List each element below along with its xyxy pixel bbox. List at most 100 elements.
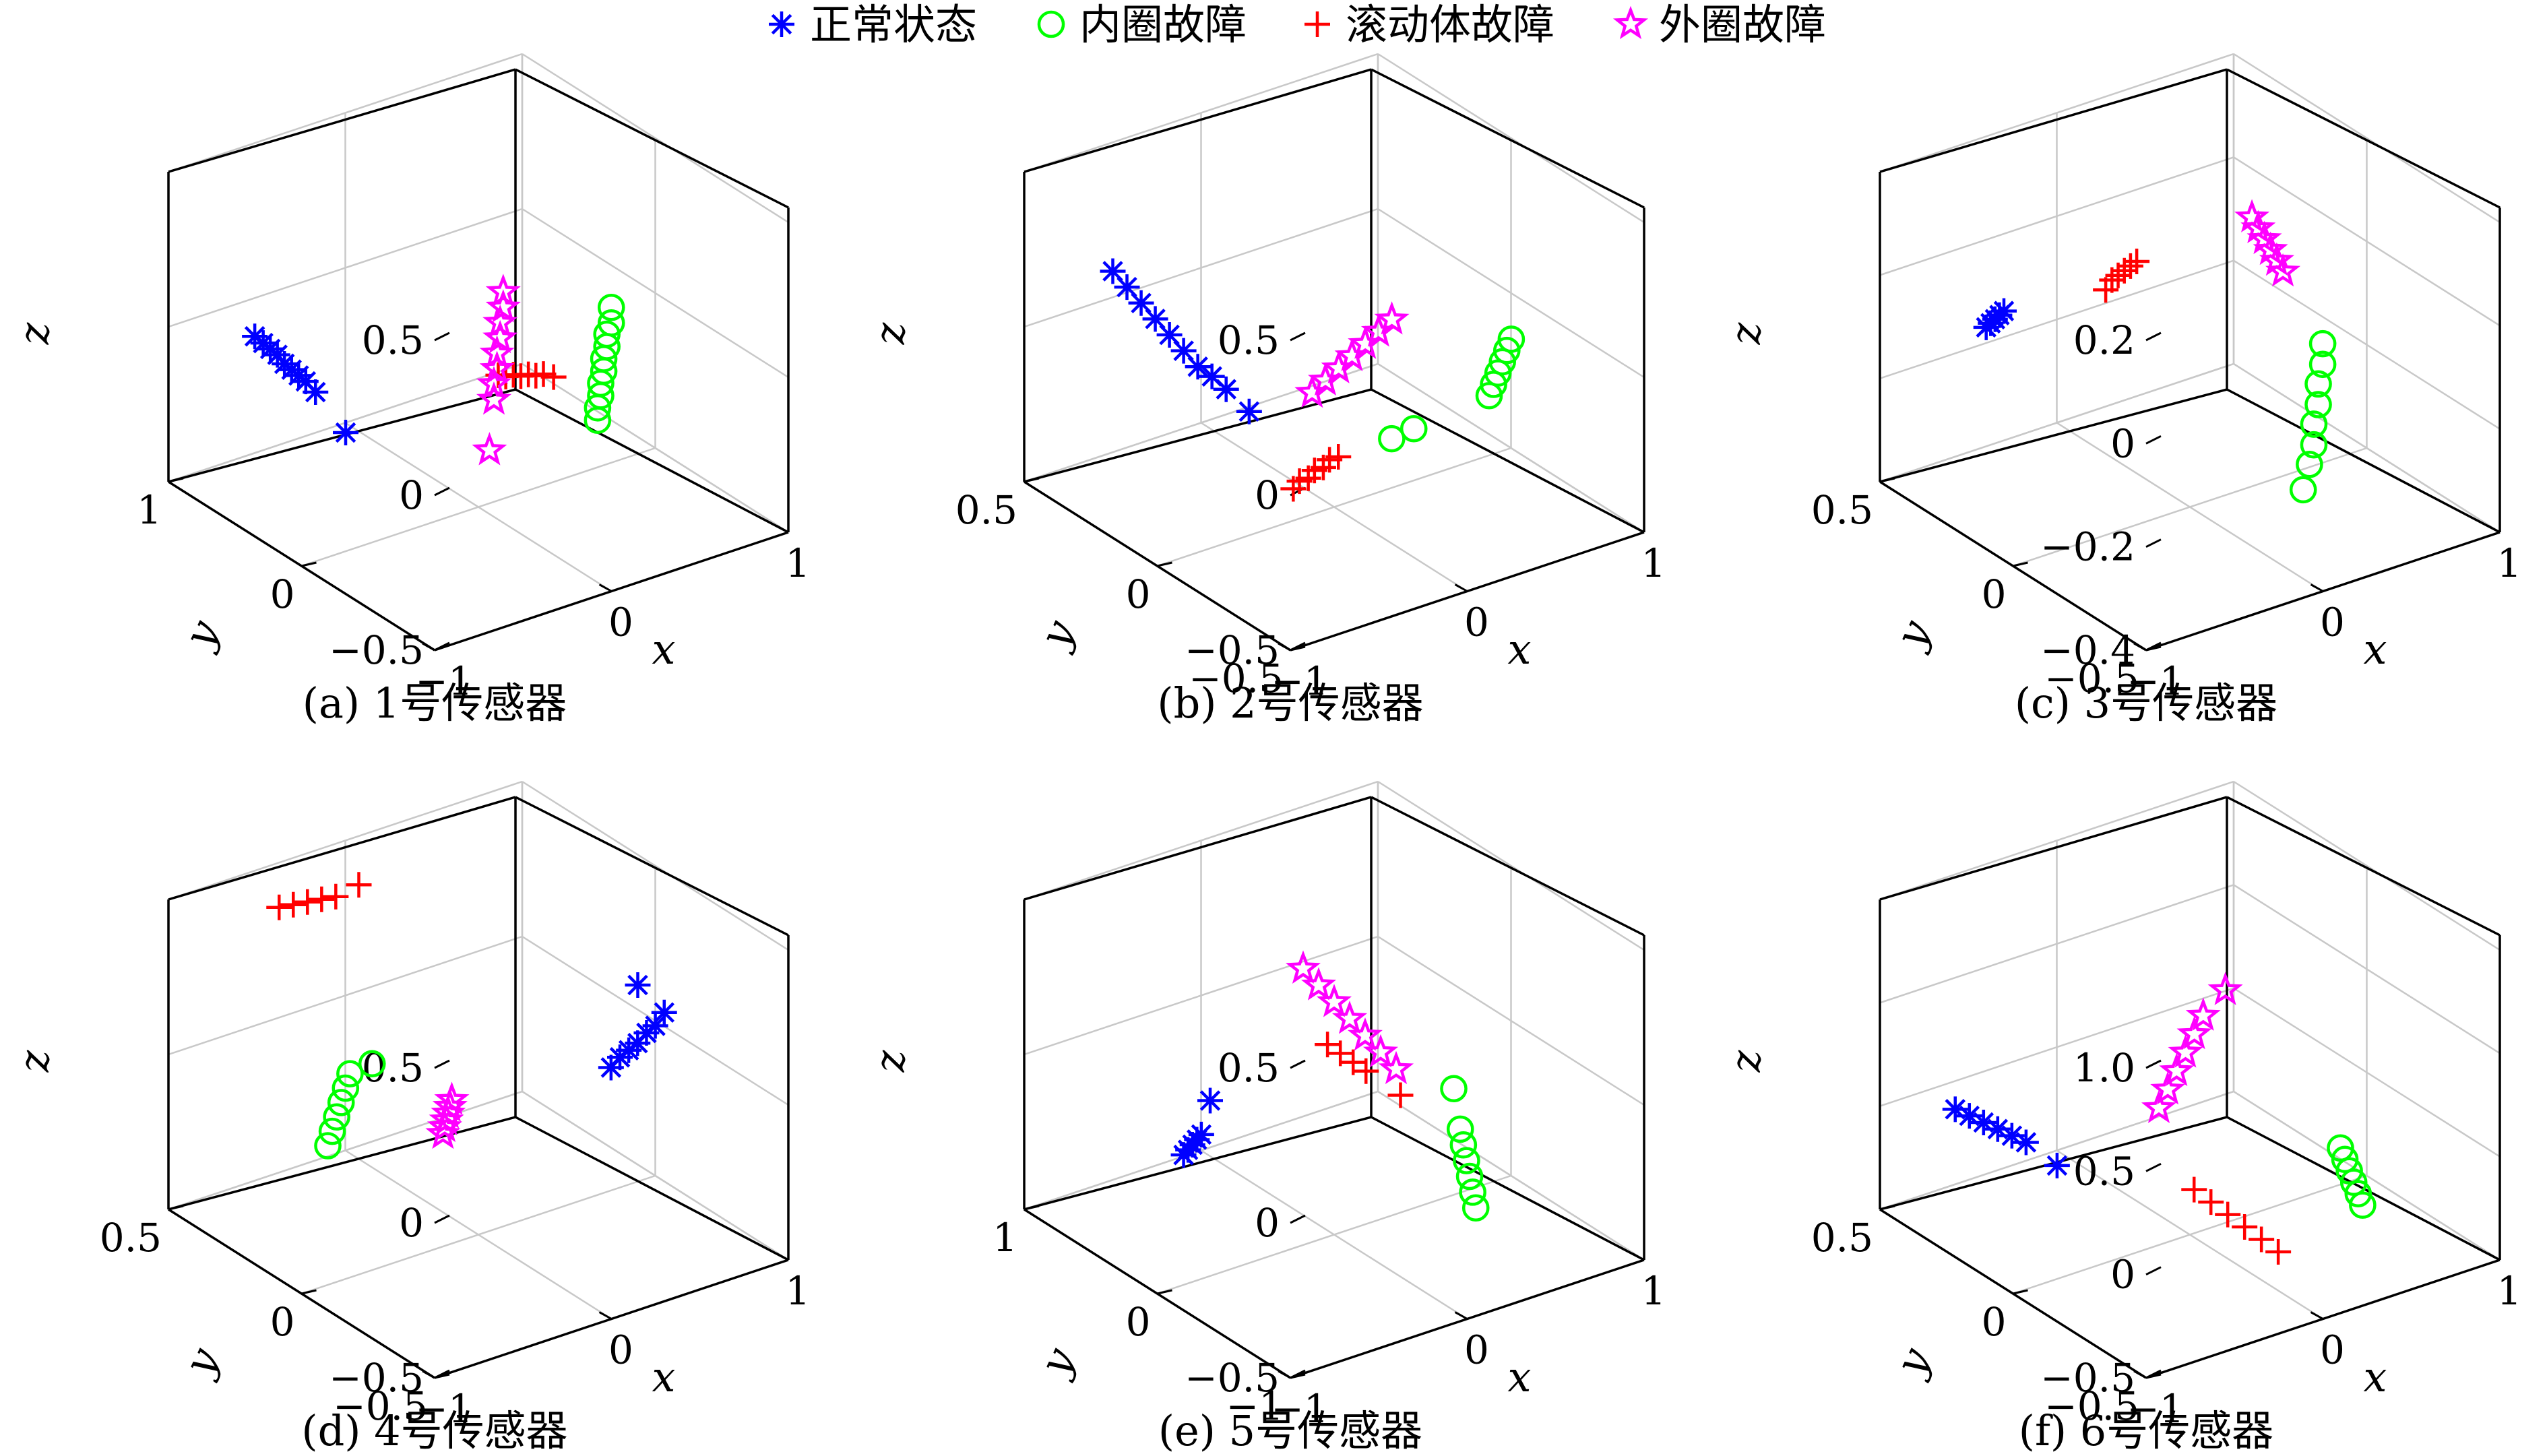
legend-item: 正常状态 bbox=[769, 0, 977, 49]
data-point bbox=[485, 274, 521, 307]
y-tick-label: 0 bbox=[1982, 571, 2007, 617]
axes-box bbox=[167, 68, 790, 652]
y-tick-label: −0.5 bbox=[2044, 656, 2139, 701]
z-tick-label: 0.5 bbox=[1218, 317, 1280, 363]
data-point bbox=[1170, 338, 1197, 364]
data-point bbox=[2176, 1015, 2212, 1050]
data-point bbox=[1461, 1194, 1490, 1222]
data-point bbox=[2168, 1034, 2203, 1068]
data-point bbox=[309, 886, 335, 912]
tick-labels: −0.500.51.0−0.500.5−101 bbox=[1811, 1045, 2522, 1432]
data-point bbox=[2331, 1145, 2359, 1174]
data-point bbox=[2013, 1129, 2039, 1156]
z-axis-label: z bbox=[1721, 1050, 1770, 1073]
data-point bbox=[1294, 374, 1330, 408]
data-point bbox=[597, 293, 625, 321]
data-points bbox=[1100, 258, 1526, 502]
subplot-caption: (d) 4号传感器 bbox=[301, 1406, 567, 1455]
z-axis-label: z bbox=[9, 322, 59, 345]
x-tick-label: 0 bbox=[608, 1327, 633, 1373]
x-tick-label: −1 bbox=[1271, 1386, 1329, 1432]
tick-labels: −0.500.501−101 bbox=[137, 317, 810, 704]
data-point bbox=[323, 883, 349, 910]
axes-box bbox=[1023, 68, 1645, 652]
data-point bbox=[434, 1081, 470, 1115]
data-point bbox=[1300, 967, 1337, 1001]
data-points bbox=[242, 274, 625, 466]
tick-labels: −0.500.5−0.500.5−101 bbox=[100, 1045, 811, 1432]
z-axis-label: z bbox=[865, 1050, 914, 1073]
z-tick-label: −0.5 bbox=[329, 1355, 424, 1401]
data-point bbox=[1446, 1115, 1474, 1143]
data-point bbox=[1455, 1162, 1484, 1191]
x-axis-label: x bbox=[2364, 625, 2387, 674]
subplot-caption: (b) 2号传感器 bbox=[1157, 678, 1423, 728]
x-tick-label: 0 bbox=[2320, 600, 2345, 645]
data-point bbox=[1185, 354, 1211, 380]
y-axis-label: y bbox=[1029, 612, 1085, 657]
legend: 正常状态内圈故障滚动体故障外圈故障 bbox=[769, 0, 1826, 49]
z-tick-label: −0.5 bbox=[1185, 1355, 1280, 1401]
x-tick-label: 1 bbox=[2497, 540, 2522, 586]
z-axis-label: z bbox=[1721, 322, 1770, 345]
subplot-caption: (a) 1号传感器 bbox=[303, 678, 567, 728]
data-point bbox=[476, 366, 512, 400]
data-point bbox=[625, 972, 651, 998]
subplot-caption: (f) 6号传感器 bbox=[2019, 1406, 2273, 1455]
data-point bbox=[1199, 363, 1225, 389]
subplot-caption: (c) 3号传感器 bbox=[2015, 678, 2277, 728]
y-tick-label: 1 bbox=[993, 1215, 1017, 1261]
data-points bbox=[1973, 199, 2337, 504]
data-point bbox=[1327, 1040, 1354, 1067]
data-point bbox=[2093, 277, 2119, 303]
data-point bbox=[598, 1054, 624, 1081]
data-point bbox=[1449, 1131, 1478, 1159]
data-point bbox=[607, 1044, 633, 1071]
data-point bbox=[346, 872, 372, 898]
subplot-caption: (e) 5号传感器 bbox=[1158, 1406, 1422, 1455]
data-point bbox=[1280, 476, 1307, 502]
tick-labels: −0.500.5−0.500.5−101 bbox=[955, 317, 1666, 704]
data-point bbox=[323, 1103, 350, 1131]
axes-box bbox=[1023, 796, 1645, 1379]
z-tick-label: −0.4 bbox=[2040, 627, 2135, 673]
data-point bbox=[1493, 336, 1521, 365]
data-point bbox=[318, 1117, 346, 1145]
data-point bbox=[2349, 1191, 2377, 1219]
z-axis-label: z bbox=[865, 322, 914, 345]
x-tick-label: −1 bbox=[415, 1386, 473, 1432]
data-point bbox=[1453, 1147, 1480, 1174]
data-point bbox=[1334, 338, 1370, 371]
y-tick-label: 0.5 bbox=[1811, 1215, 1873, 1261]
data-point bbox=[1475, 381, 1503, 410]
x-axis-label: x bbox=[1508, 625, 1532, 674]
legend-label: 内圈故障 bbox=[1079, 0, 1247, 49]
axis-labels: z y x bbox=[865, 322, 1532, 674]
data-point bbox=[1286, 950, 1321, 984]
data-point bbox=[1362, 1034, 1399, 1068]
data-point bbox=[1374, 301, 1410, 335]
x-tick-label: 0 bbox=[2320, 1327, 2345, 1373]
data-point bbox=[584, 394, 612, 422]
z-tick-label: 0 bbox=[399, 472, 424, 518]
tick-labels: −0.4−0.200.2−0.500.5−101 bbox=[1811, 317, 2522, 704]
z-tick-label: 0.5 bbox=[362, 317, 424, 363]
z-tick-label: −0.5 bbox=[329, 627, 424, 673]
data-point bbox=[2300, 431, 2328, 459]
data-point bbox=[1400, 414, 1428, 443]
data-point bbox=[2308, 350, 2337, 379]
x-tick-label: −1 bbox=[415, 658, 473, 704]
data-points bbox=[1170, 950, 1490, 1222]
data-point bbox=[2265, 1238, 2292, 1265]
y-tick-label: 0 bbox=[270, 1299, 295, 1345]
tick-labels: −0.500.5−101−101 bbox=[993, 1045, 1666, 1432]
data-point bbox=[1316, 984, 1352, 1017]
data-point bbox=[2304, 391, 2332, 418]
